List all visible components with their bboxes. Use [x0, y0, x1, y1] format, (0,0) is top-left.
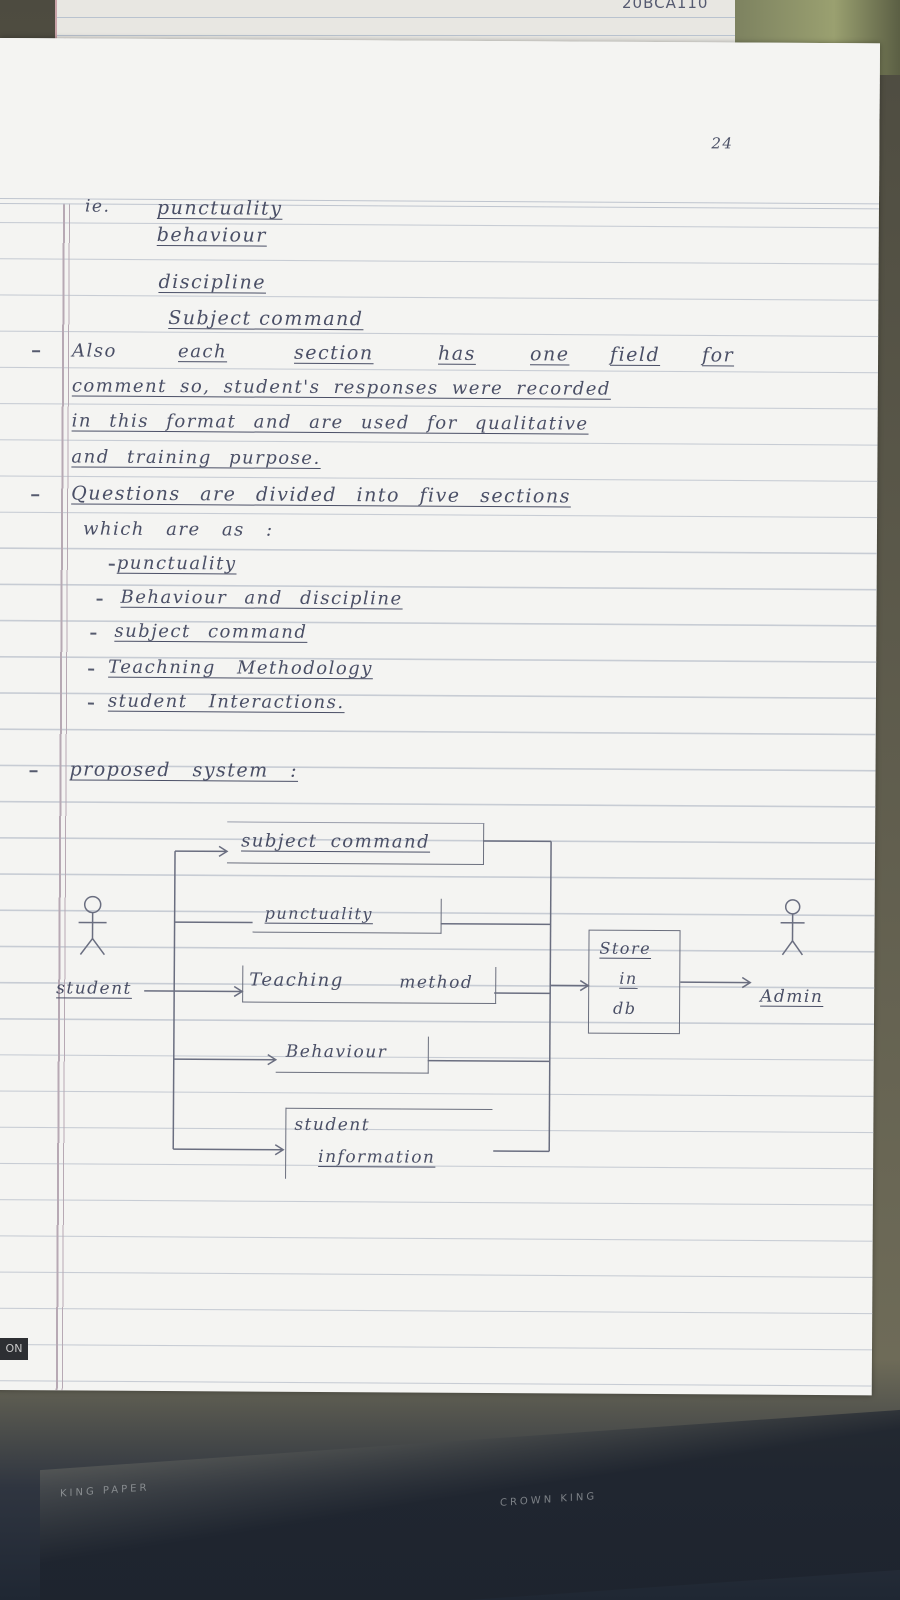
store-label: Store: [599, 938, 652, 958]
output-connectors: [427, 840, 752, 1153]
notebook-page: 24 ie. punctuality behaviour discipline …: [0, 38, 880, 1396]
student-info-label-2: information: [318, 1146, 436, 1168]
student-info-label-1: student: [294, 1114, 371, 1136]
admin-label: Admin: [760, 986, 824, 1008]
teaching-method-box: Teaching method: [242, 965, 497, 1005]
store-in-db-box: Store in db: [587, 929, 681, 1035]
punctuality-box: punctuality: [252, 897, 442, 934]
corner-tag: ON: [0, 1338, 28, 1360]
back-page-code: 20BCA110: [622, 0, 709, 12]
plastic-wrapper: KING PAPER CROWN KING: [40, 1409, 900, 1600]
behaviour-label: Behaviour: [285, 1041, 388, 1063]
in-label: in: [619, 968, 638, 988]
subject-command-box: subject command: [226, 821, 485, 865]
teaching-label: Teaching: [249, 969, 344, 992]
student-figure-icon: [78, 895, 107, 956]
system-diagram: [78, 840, 805, 1156]
admin-figure-icon: [780, 899, 805, 956]
subject-command-label: subject command: [241, 830, 431, 853]
wrapper-text-1: KING PAPER: [60, 1482, 150, 1500]
input-connectors: [144, 845, 285, 1156]
wrapper-text-2: CROWN KING: [500, 1491, 598, 1509]
punctuality-label: punctuality: [264, 903, 374, 924]
student-information-box: student information: [285, 1107, 493, 1181]
behaviour-box: Behaviour: [275, 1035, 429, 1074]
method-label: method: [399, 972, 474, 993]
student-label: student: [56, 978, 132, 999]
db-label: db: [613, 998, 637, 1018]
